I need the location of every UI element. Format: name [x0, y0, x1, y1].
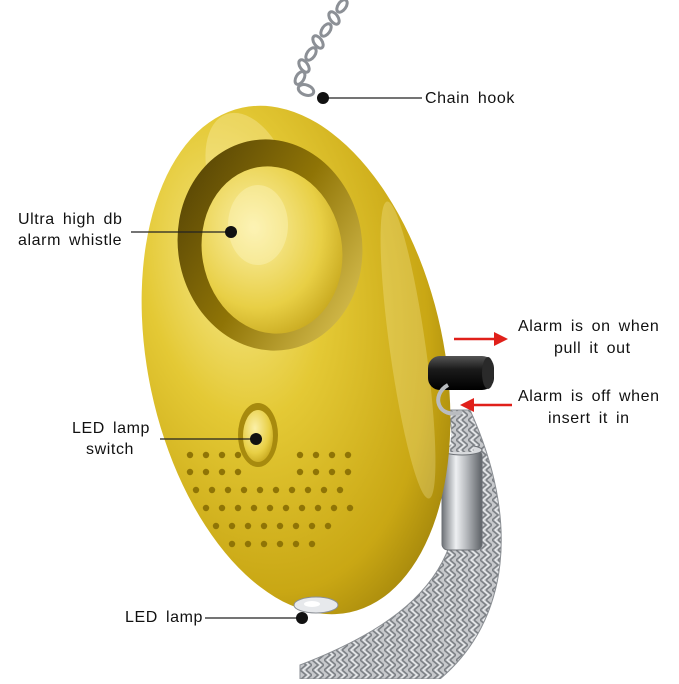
speaker-hole [296, 468, 304, 476]
speaker-hole [276, 540, 284, 548]
label-alarm-off-line2: insert it in [548, 410, 630, 427]
speaker-hole [212, 522, 220, 530]
speaker-hole [296, 451, 304, 459]
speaker-hole [344, 468, 352, 476]
speaker-hole [292, 522, 300, 530]
speaker-hole [202, 451, 210, 459]
speaker-hole [234, 468, 242, 476]
speaker-hole [328, 468, 336, 476]
speaker-hole [344, 451, 352, 459]
speaker-hole [312, 468, 320, 476]
speaker-hole [260, 540, 268, 548]
braided-lanyard [299, 409, 502, 680]
speaker-hole [320, 486, 328, 494]
whistle-dot-icon [225, 226, 237, 238]
speaker-hole [202, 504, 210, 512]
speaker-hole [288, 486, 296, 494]
speaker-hole [228, 522, 236, 530]
label-chain-hook: Chain hook [425, 90, 515, 107]
speaker-hole [186, 468, 194, 476]
leader-lines [131, 97, 422, 619]
speaker-hole [208, 486, 216, 494]
label-whistle-line2: alarm whistle [18, 232, 123, 249]
label-alarm-on-line1: Alarm is on when [518, 318, 660, 335]
insert-arrow-icon [460, 398, 512, 412]
led-switch-dot-icon [250, 433, 262, 445]
speaker-hole [244, 522, 252, 530]
whistle-recess [177, 139, 363, 351]
label-alarm-on-line2: pull it out [554, 340, 631, 357]
speaker-hole [292, 540, 300, 548]
speaker-hole [192, 486, 200, 494]
speaker-hole [314, 504, 322, 512]
speaker-hole [312, 451, 320, 459]
speaker-hole [276, 522, 284, 530]
speaker-hole [256, 486, 264, 494]
label-whistle-line1: Ultra high db [18, 211, 123, 228]
ball-chain [293, 0, 349, 97]
speaker-hole [330, 504, 338, 512]
safety-pin-plug [428, 356, 494, 416]
speaker-hole [240, 486, 248, 494]
speaker-hole [234, 504, 242, 512]
speaker-hole [282, 504, 290, 512]
speaker-hole [218, 504, 226, 512]
speaker-hole [336, 486, 344, 494]
speaker-hole [260, 522, 268, 530]
speaker-hole [304, 486, 312, 494]
speaker-hole [324, 522, 332, 530]
speaker-hole [250, 504, 258, 512]
label-led-switch-line1: LED lamp [72, 420, 151, 437]
speaker-hole [228, 540, 236, 548]
label-led-switch-line2: switch [86, 441, 135, 458]
speaker-hole [244, 540, 252, 548]
speaker-hole [218, 451, 226, 459]
speaker-hole [308, 540, 316, 548]
label-led-lamp: LED lamp [125, 609, 204, 626]
speaker-hole [224, 486, 232, 494]
speaker-hole [234, 451, 242, 459]
speaker-hole [272, 486, 280, 494]
speaker-hole [308, 522, 316, 530]
chain-hook-dot-icon [317, 92, 329, 104]
speaker-hole [218, 468, 226, 476]
speaker-holes [186, 451, 354, 548]
pull-out-arrow-icon [454, 332, 508, 346]
led-lamp-dot-icon [296, 612, 308, 624]
led-lamp-lens [293, 596, 339, 614]
speaker-hole [346, 504, 354, 512]
speaker-hole [202, 468, 210, 476]
label-alarm-off-line1: Alarm is off when [518, 388, 660, 405]
speaker-hole [328, 451, 336, 459]
speaker-hole [298, 504, 306, 512]
speaker-hole [266, 504, 274, 512]
speaker-hole [186, 451, 194, 459]
